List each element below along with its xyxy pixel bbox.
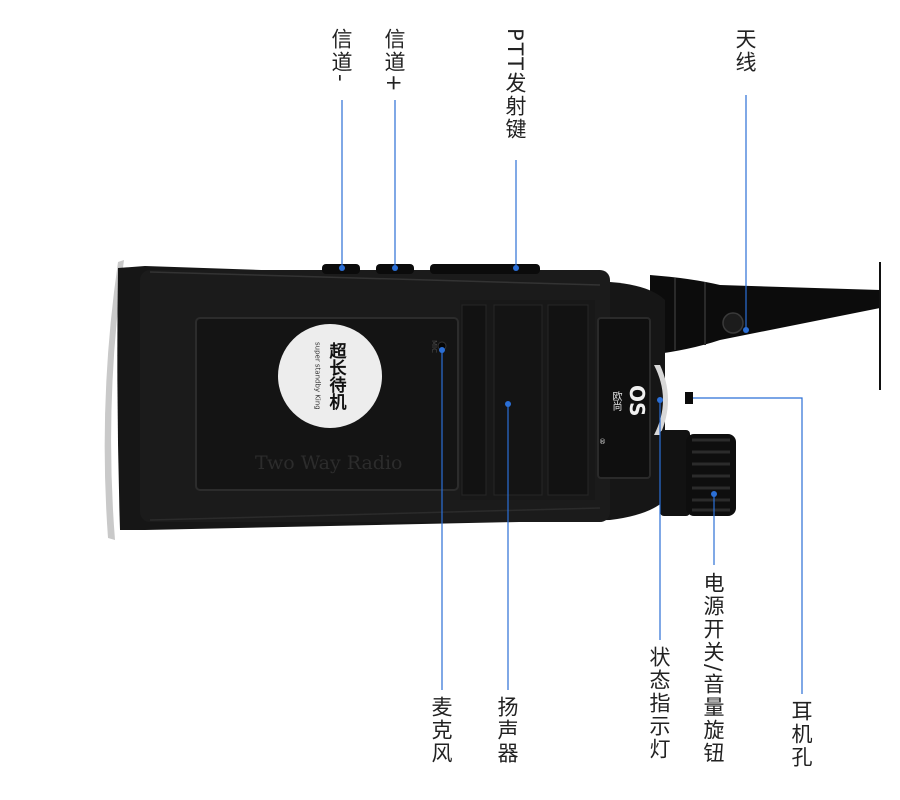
registered-mark: ®	[599, 438, 606, 446]
label-microphone: 麦克风	[429, 696, 453, 765]
label-antenna: 天线	[733, 28, 757, 74]
badge-main-text: 超长待机	[325, 342, 346, 410]
standby-badge: 超长待机 super standby King	[300, 326, 362, 426]
earphone-jack-shape	[685, 392, 693, 404]
label-earphone-jack: 耳机孔	[789, 700, 813, 769]
brand-logo-text: OS	[625, 385, 649, 417]
brand-logo: OS 欧尚 ®	[599, 356, 649, 446]
callout-dots	[339, 265, 749, 497]
badge-sub-text: super standby King	[313, 342, 322, 410]
mic-label: MIC	[430, 340, 438, 353]
label-status-light: 状态指示灯	[647, 646, 671, 761]
power-volume-knob-shape	[660, 430, 736, 516]
label-speaker: 扬声器	[495, 696, 519, 765]
ptt-button-shape	[430, 264, 540, 274]
label-power-volume: 电源开关/音量旋钮	[701, 572, 725, 766]
brand-cn-text: 欧尚	[610, 391, 621, 411]
antenna	[650, 262, 881, 390]
line-earphone-jack	[693, 397, 803, 694]
status-light-shape	[654, 365, 668, 435]
callout-lines	[341, 95, 803, 694]
label-ptt: PTT发射键	[503, 28, 527, 141]
model-text: Two Way Radio	[255, 452, 403, 474]
radio-back-shadow	[104, 260, 124, 540]
radio-body	[117, 264, 736, 530]
label-channel-minus: 信道-	[329, 28, 353, 84]
label-channel-plus: 信道+	[382, 28, 406, 94]
standby-sticker-shape	[278, 324, 382, 428]
